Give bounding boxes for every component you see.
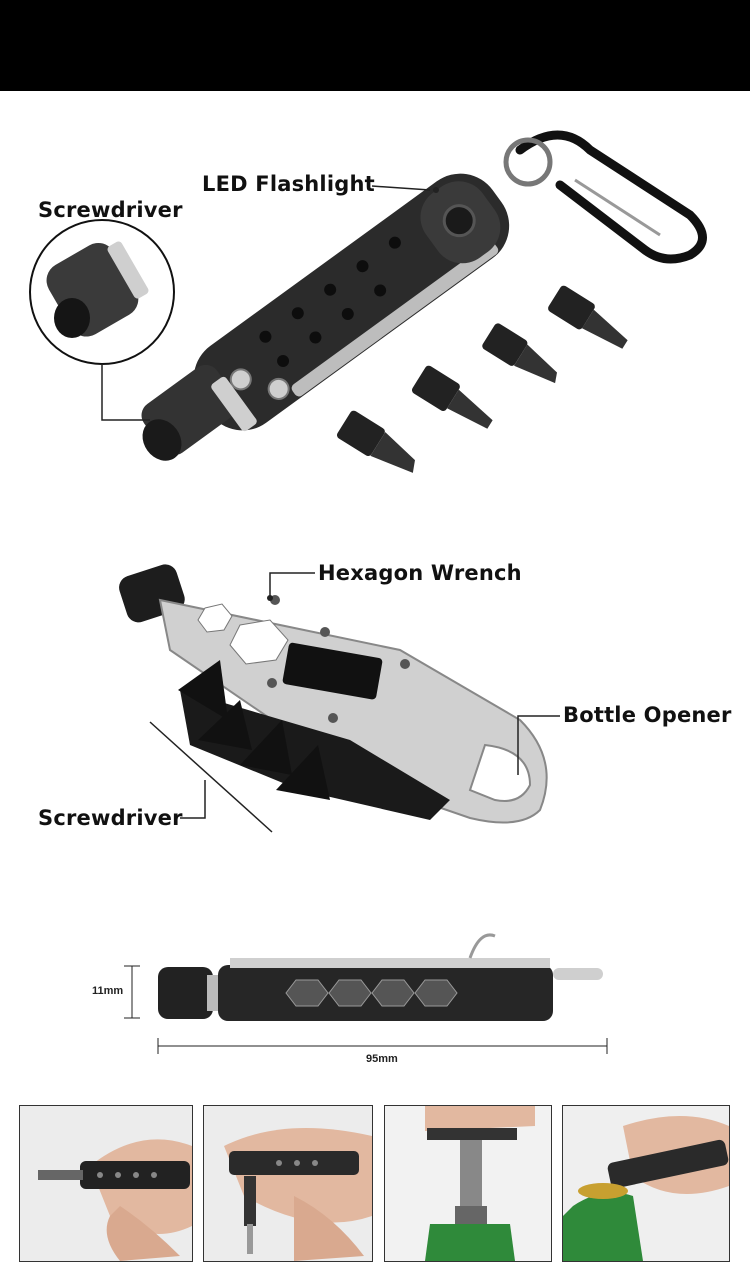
side-view-multitool [158, 933, 603, 1021]
usage-photo-wrench [384, 1105, 552, 1262]
carabiner-icon [515, 130, 707, 264]
screwdriver-label-mid: Screwdriver [38, 806, 183, 830]
multitool-body [193, 173, 510, 431]
screwdriver-bits-icon [336, 285, 628, 473]
length-dimension-label: 95mm [366, 1053, 398, 1065]
hexagon-wrench-label: Hexagon Wrench [318, 561, 522, 585]
wrench-on-bottle-icon [385, 1106, 551, 1261]
usage-photo-driving [203, 1105, 373, 1262]
led-flashlight-label: LED Flashlight [202, 172, 375, 196]
drilling-screwdriver-icon [20, 1106, 192, 1261]
opening-bottle-icon [563, 1106, 729, 1261]
usage-photo-bottle [562, 1105, 730, 1262]
usage-photo-drilling [19, 1105, 193, 1262]
screwdriver-label-top: Screwdriver [38, 198, 183, 222]
key-ring-icon [503, 137, 553, 187]
screwdriver-closeup-icon [29, 219, 175, 365]
open-multitool [119, 564, 548, 824]
driving-screw-icon [204, 1106, 372, 1261]
height-dimension-label: 11mm [92, 985, 124, 997]
knurled-cap-icon [141, 364, 257, 461]
dimension-lines [124, 965, 608, 1054]
bottle-opener-label: Bottle Opener [563, 703, 732, 727]
top-banner [0, 0, 750, 91]
